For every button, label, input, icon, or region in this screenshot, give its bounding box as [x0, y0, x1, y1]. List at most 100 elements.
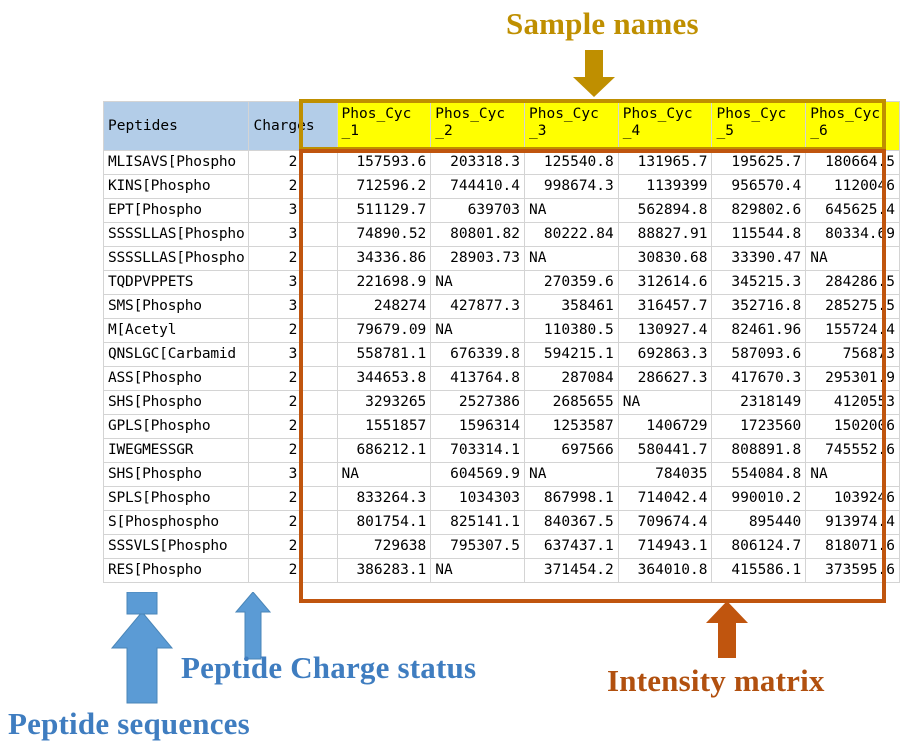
cell-intensity[interactable]: NA [805, 462, 900, 487]
column-header-sample-4[interactable]: Phos_Cyc _4 [617, 101, 713, 151]
cell-intensity[interactable]: 358461 [524, 294, 619, 319]
cell-intensity[interactable]: NA [524, 462, 619, 487]
cell-intensity[interactable]: 180664.5 [805, 150, 900, 175]
cell-intensity[interactable]: 130927.4 [617, 318, 713, 343]
cell-intensity[interactable]: 676339.8 [430, 342, 526, 367]
cell-intensity[interactable]: 558781.1 [336, 342, 432, 367]
cell-intensity[interactable]: NA [430, 270, 526, 295]
cell-charge[interactable]: 2 [248, 558, 338, 583]
cell-intensity[interactable]: 352716.8 [711, 294, 807, 319]
cell-intensity[interactable]: NA [336, 462, 432, 487]
cell-intensity[interactable]: 1120046 [805, 174, 900, 199]
cell-intensity[interactable]: 2685655 [524, 390, 619, 415]
cell-intensity[interactable]: 801754.1 [336, 510, 432, 535]
cell-intensity[interactable]: 28903.73 [430, 246, 526, 271]
cell-intensity[interactable]: 1596314 [430, 414, 526, 439]
cell-intensity[interactable]: 784035 [617, 462, 713, 487]
cell-intensity[interactable]: 744410.4 [430, 174, 526, 199]
cell-intensity[interactable]: 692863.3 [617, 342, 713, 367]
cell-intensity[interactable]: 1253587 [524, 414, 619, 439]
cell-charge[interactable]: 2 [248, 150, 338, 175]
cell-peptide[interactable]: QNSLGC[Carbamid [102, 342, 250, 367]
cell-intensity[interactable]: NA [430, 558, 526, 583]
cell-intensity[interactable]: 344653.8 [336, 366, 432, 391]
cell-intensity[interactable]: NA [524, 246, 619, 271]
cell-intensity[interactable]: 195625.7 [711, 150, 807, 175]
cell-intensity[interactable]: 157593.6 [336, 150, 432, 175]
cell-intensity[interactable]: NA [524, 198, 619, 223]
column-header-sample-1[interactable]: Phos_Cyc _1 [336, 101, 432, 151]
cell-intensity[interactable]: 80222.84 [524, 222, 619, 247]
cell-intensity[interactable]: 413764.8 [430, 366, 526, 391]
cell-charge[interactable]: 2 [248, 438, 338, 463]
cell-intensity[interactable]: 415586.1 [711, 558, 807, 583]
cell-intensity[interactable]: NA [805, 246, 900, 271]
cell-intensity[interactable]: 562894.8 [617, 198, 713, 223]
cell-intensity[interactable]: 364010.8 [617, 558, 713, 583]
cell-intensity[interactable]: 895440 [711, 510, 807, 535]
cell-charge[interactable]: 3 [248, 462, 338, 487]
cell-intensity[interactable]: 580441.7 [617, 438, 713, 463]
cell-intensity[interactable]: 88827.91 [617, 222, 713, 247]
cell-charge[interactable]: 2 [248, 318, 338, 343]
cell-intensity[interactable]: 554084.8 [711, 462, 807, 487]
cell-charge[interactable]: 2 [248, 366, 338, 391]
cell-intensity[interactable]: 587093.6 [711, 342, 807, 367]
cell-charge[interactable]: 2 [248, 534, 338, 559]
cell-intensity[interactable]: 712596.2 [336, 174, 432, 199]
cell-peptide[interactable]: SHS[Phospho [102, 390, 250, 415]
cell-intensity[interactable]: 686212.1 [336, 438, 432, 463]
cell-intensity[interactable]: 80334.69 [805, 222, 900, 247]
cell-intensity[interactable]: 110380.5 [524, 318, 619, 343]
cell-intensity[interactable]: 295301.9 [805, 366, 900, 391]
cell-intensity[interactable]: 639703 [430, 198, 526, 223]
cell-peptide[interactable]: SSSVLS[Phospho [102, 534, 250, 559]
cell-intensity[interactable]: 604569.9 [430, 462, 526, 487]
cell-intensity[interactable]: NA [430, 318, 526, 343]
cell-intensity[interactable]: 345215.3 [711, 270, 807, 295]
cell-intensity[interactable]: 155724.4 [805, 318, 900, 343]
cell-intensity[interactable]: 1406729 [617, 414, 713, 439]
cell-intensity[interactable]: 833264.3 [336, 486, 432, 511]
cell-intensity[interactable]: 248274 [336, 294, 432, 319]
cell-intensity[interactable]: 80801.82 [430, 222, 526, 247]
cell-intensity[interactable]: 3293265 [336, 390, 432, 415]
cell-peptide[interactable]: M[Acetyl [102, 318, 250, 343]
cell-peptide[interactable]: TQDPVPPETS [102, 270, 250, 295]
cell-charge[interactable]: 2 [248, 510, 338, 535]
cell-peptide[interactable]: SHS[Phospho [102, 462, 250, 487]
cell-intensity[interactable]: 285275.5 [805, 294, 900, 319]
cell-intensity[interactable]: 74890.52 [336, 222, 432, 247]
column-header-sample-6[interactable]: Phos_Cyc _6 [805, 101, 900, 151]
column-header-sample-2[interactable]: Phos_Cyc _2 [430, 101, 526, 151]
cell-intensity[interactable]: 82461.96 [711, 318, 807, 343]
cell-intensity[interactable]: 697566 [524, 438, 619, 463]
column-header-sample-5[interactable]: Phos_Cyc _5 [711, 101, 807, 151]
cell-intensity[interactable]: 714943.1 [617, 534, 713, 559]
cell-intensity[interactable]: 203318.3 [430, 150, 526, 175]
cell-charge[interactable]: 3 [248, 222, 338, 247]
cell-intensity[interactable]: 729638 [336, 534, 432, 559]
cell-intensity[interactable]: 1034303 [430, 486, 526, 511]
cell-charge[interactable]: 3 [248, 270, 338, 295]
cell-peptide[interactable]: SSSSLLAS[Phospho [102, 246, 250, 271]
cell-intensity[interactable]: 371454.2 [524, 558, 619, 583]
cell-intensity[interactable]: 34336.86 [336, 246, 432, 271]
cell-intensity[interactable]: 594215.1 [524, 342, 619, 367]
cell-intensity[interactable]: 115544.8 [711, 222, 807, 247]
cell-intensity[interactable]: 386283.1 [336, 558, 432, 583]
cell-peptide[interactable]: RES[Phospho [102, 558, 250, 583]
cell-intensity[interactable]: 125540.8 [524, 150, 619, 175]
